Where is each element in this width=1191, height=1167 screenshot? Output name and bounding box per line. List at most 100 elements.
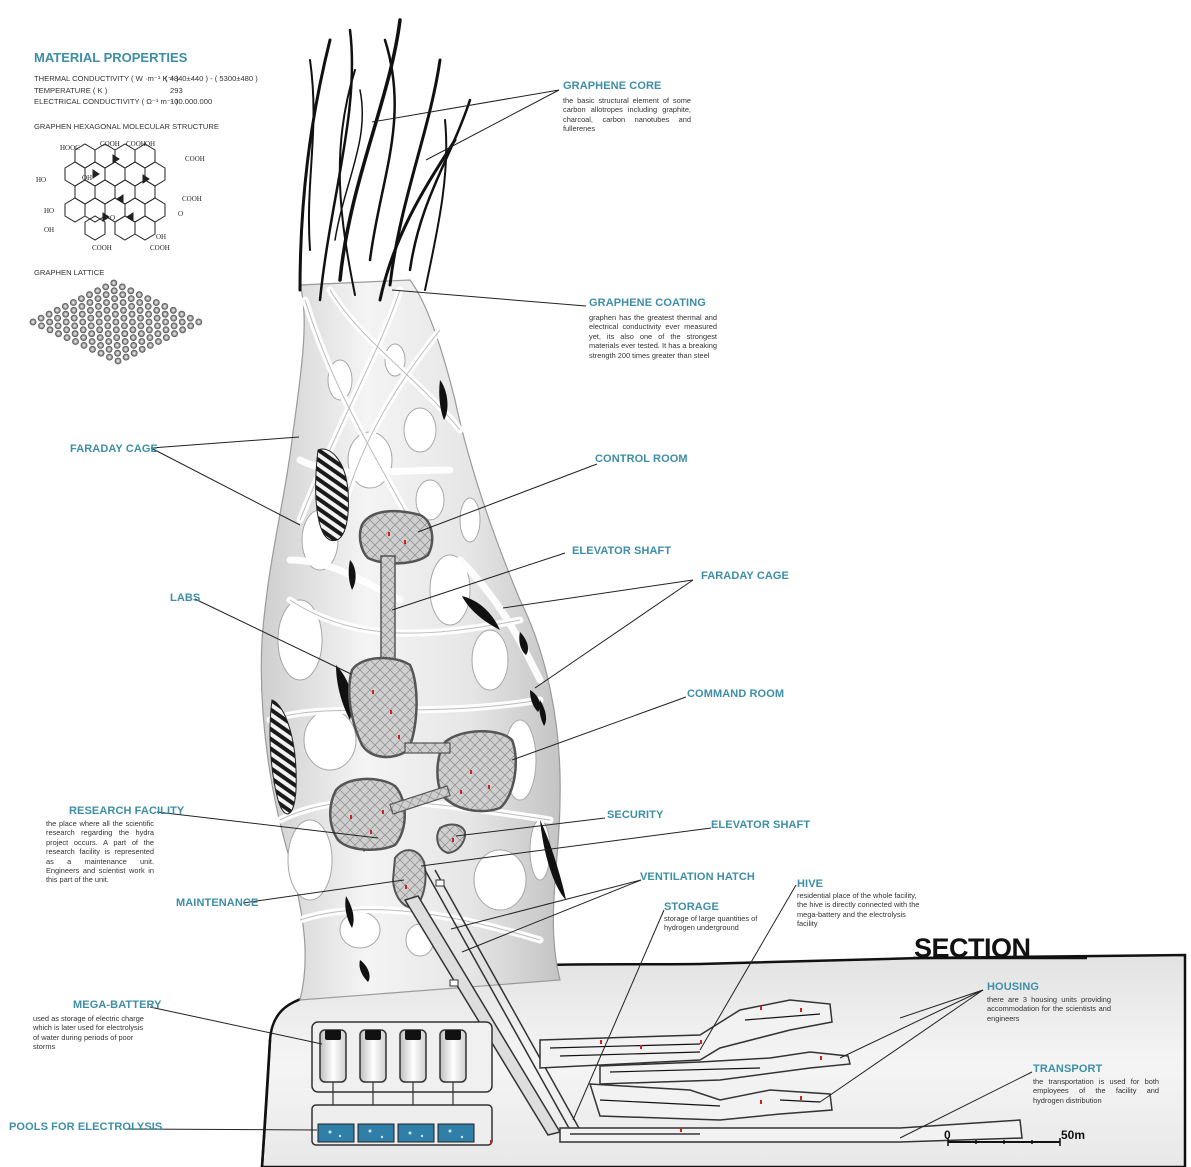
label-faraday-cage-left: FARADAY CAGE <box>70 443 158 455</box>
molecule-labels: HOOC COOH COOH OH COOH HO OH COOH HO O O… <box>36 140 205 252</box>
desc-research-facility: the place where all the scientific resea… <box>46 819 154 885</box>
lattice-atom <box>104 314 111 322</box>
lattice-atom <box>154 330 162 338</box>
chem-group-12: COOH <box>92 244 112 252</box>
desc-graphene-core: the basic structural element of some car… <box>563 96 691 134</box>
lattice-atom <box>37 314 45 322</box>
lattice-atom <box>105 345 113 353</box>
lattice-atom <box>70 299 77 306</box>
lattice-atom <box>155 338 162 345</box>
lattice-atom <box>127 295 135 302</box>
label-research-facility: RESEARCH FACILITY <box>69 805 185 817</box>
lattice-atom <box>138 330 145 338</box>
lattice-atom <box>170 314 178 322</box>
lattice-atom <box>103 299 110 306</box>
chem-group-5: HO <box>36 176 46 184</box>
lattice-atom <box>46 318 53 326</box>
lattice-atom <box>87 322 95 330</box>
lattice-atom <box>54 314 61 322</box>
lattice-atom <box>195 318 203 326</box>
lattice-atom <box>87 306 94 314</box>
lattice-atom <box>111 303 119 310</box>
lattice-atom <box>88 330 96 338</box>
lattice-atom <box>63 326 70 334</box>
material-properties-title: MATERIAL PROPERTIES <box>34 50 188 65</box>
chem-group-8: HO <box>44 207 54 215</box>
lattice-atom <box>162 326 170 334</box>
lattice-atom <box>130 342 138 349</box>
label-faraday-cage-right: FARADAY CAGE <box>701 570 789 582</box>
lattice-atom <box>113 334 121 341</box>
label-graphene-coating: GRAPHENE COATING <box>589 297 706 309</box>
lattice-atom <box>120 306 127 314</box>
scale-start: 0 <box>944 1128 951 1142</box>
label-maintenance: MAINTENANCE <box>176 897 259 909</box>
lattice-atom <box>121 338 129 345</box>
lattice-atom <box>118 283 126 291</box>
lattice-atom <box>144 295 152 302</box>
chem-group-11: OH <box>44 226 54 234</box>
lattice-atom <box>136 299 144 306</box>
lattice-atom <box>144 303 152 310</box>
lattice-atom <box>94 287 101 295</box>
graphene-core-strands <box>298 18 472 302</box>
molecular-structure-title: GRAPHEN HEXAGONAL MOLECULAR STRUCTURE <box>34 122 219 131</box>
lattice-atom <box>105 338 113 345</box>
chem-group-14: COOH <box>150 244 170 252</box>
lattice-atom <box>179 326 187 334</box>
lattice-atom <box>95 303 102 310</box>
lattice-atom <box>111 295 118 302</box>
lattice-atom <box>54 322 62 330</box>
lattice-atom <box>169 306 177 314</box>
label-mega-battery: MEGA-BATTERY <box>73 999 162 1011</box>
lattice-atom <box>163 334 170 341</box>
lattice-atom <box>112 310 119 318</box>
chem-group-7: COOH <box>182 195 202 203</box>
lattice-atom <box>29 318 37 326</box>
lattice-atom <box>112 318 120 326</box>
label-transport: TRANSPORT <box>1033 1063 1103 1075</box>
lattice-atom <box>79 326 87 334</box>
section-title: SECTION <box>914 933 1031 963</box>
lattice-atom <box>161 310 169 318</box>
label-elevator-shaft-mid: ELEVATOR SHAFT <box>711 819 811 831</box>
lattice-atom <box>136 306 144 314</box>
lattice-atom <box>112 326 120 334</box>
lattice-atom <box>135 291 143 299</box>
lattice-atom <box>146 326 153 334</box>
chem-group-10: O <box>110 214 115 222</box>
lattice-atom <box>121 322 128 330</box>
chem-group-6: OH <box>82 174 92 182</box>
chem-group-2: COOH <box>126 140 146 148</box>
lattice-atom <box>146 342 154 349</box>
lattice-atom <box>79 318 87 326</box>
label-storage: STORAGE <box>664 901 719 913</box>
lattice-atom <box>62 318 70 326</box>
lattice-atom <box>152 299 160 306</box>
lattice-atom <box>129 334 137 341</box>
lattice-atom <box>80 334 87 341</box>
label-hive: HIVE <box>797 878 824 890</box>
lattice-atom <box>63 334 71 341</box>
lattice-atom <box>178 310 186 318</box>
lattice-atom <box>129 318 136 326</box>
chem-group-4: COOH <box>185 155 205 163</box>
label-labs: LABS <box>170 592 201 604</box>
lattice-atom <box>94 295 102 302</box>
lattice-atom <box>70 306 78 314</box>
lattice-atom <box>138 345 146 353</box>
lattice-atom <box>106 353 113 361</box>
lattice-atom <box>45 310 53 318</box>
lattice-atom <box>71 322 79 330</box>
lattice-atom <box>137 314 144 322</box>
lattice-atom <box>129 326 137 334</box>
lattice-atom <box>87 314 95 322</box>
lattice-atom <box>78 310 86 318</box>
hive-dots <box>490 1006 822 1144</box>
hive-network <box>539 999 1023 1143</box>
lattice-atom <box>55 330 62 338</box>
label-housing: HOUSING <box>987 981 1040 993</box>
lattice-atom <box>153 314 161 322</box>
lattice-atom <box>127 287 135 295</box>
desc-storage: storage of large quantities of hydrogen … <box>664 914 758 933</box>
